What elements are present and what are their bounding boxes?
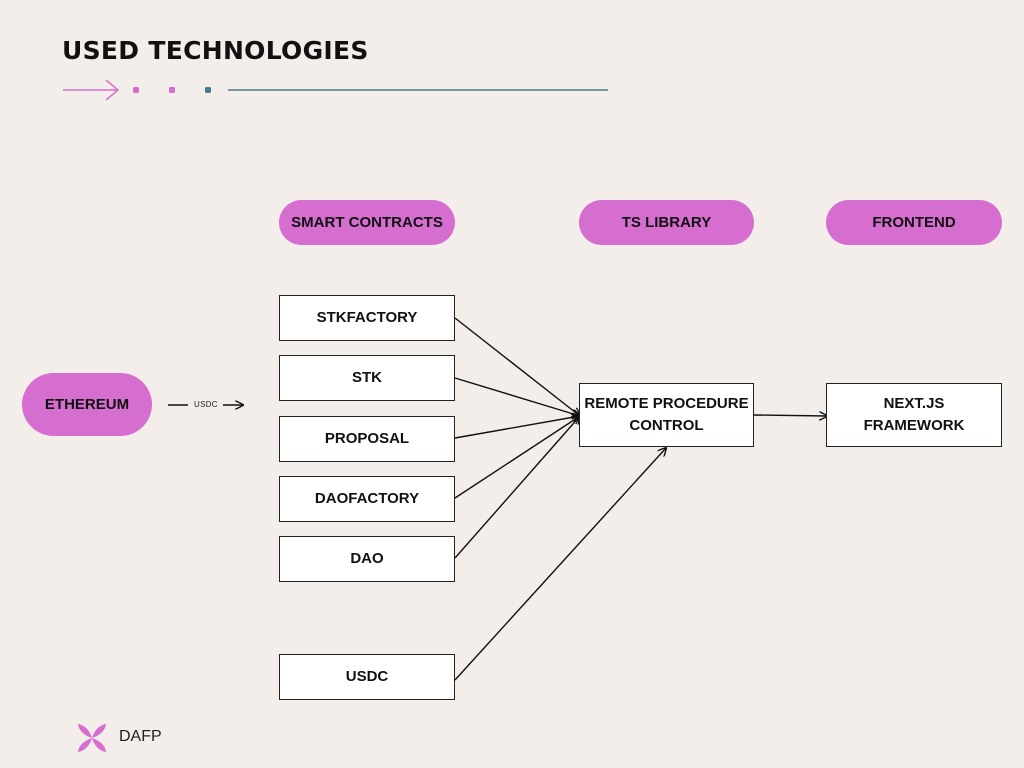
edge-dao-rpc (454, 416, 580, 559)
header-decoration (63, 79, 608, 101)
brand-name: DAFP (119, 728, 162, 745)
edge-proposal-rpc (454, 416, 580, 439)
node-usdc: USDC (279, 654, 455, 700)
long-arrow-right-icon (63, 79, 120, 101)
flower-logo-icon (78, 724, 106, 752)
node-remote-procedure-control: REMOTE PROCEDURE CONTROL (579, 383, 754, 447)
rpc-line-1: REMOTE PROCEDURE (584, 395, 749, 412)
column-header-ts-library: TS LIBRARY (579, 200, 754, 245)
edge-rpc-nextjs (753, 415, 827, 416)
edge-stkfactory-rpc (454, 317, 580, 416)
node-proposal: PROPOSAL (279, 416, 455, 462)
node-stkfactory: STKFACTORY (279, 295, 455, 341)
page-title: USED TECHNOLOGIES (62, 36, 369, 65)
node-ethereum: ETHEREUM (22, 373, 152, 436)
dot-2 (169, 87, 175, 93)
node-daofactory: DAOFACTORY (279, 476, 455, 522)
edge-stk-rpc (454, 377, 580, 416)
node-nextjs-framework: NEXT.JS FRAMEWORK (826, 383, 1002, 447)
edge-label-usdc: USDC (194, 400, 218, 409)
nextjs-line-2: FRAMEWORK (863, 417, 965, 434)
rpc-line-2: CONTROL (629, 417, 704, 434)
edge-usdc-rpc (454, 448, 666, 681)
column-header-frontend: FRONTEND (826, 200, 1002, 245)
node-stk: STK (279, 355, 455, 401)
dot-3 (205, 87, 211, 93)
node-dao: DAO (279, 536, 455, 582)
nextjs-line-1: NEXT.JS (883, 395, 945, 412)
edge-daofactory-rpc (454, 416, 580, 499)
dot-1 (133, 87, 139, 93)
column-header-smart-contracts: SMART CONTRACTS (279, 200, 455, 245)
